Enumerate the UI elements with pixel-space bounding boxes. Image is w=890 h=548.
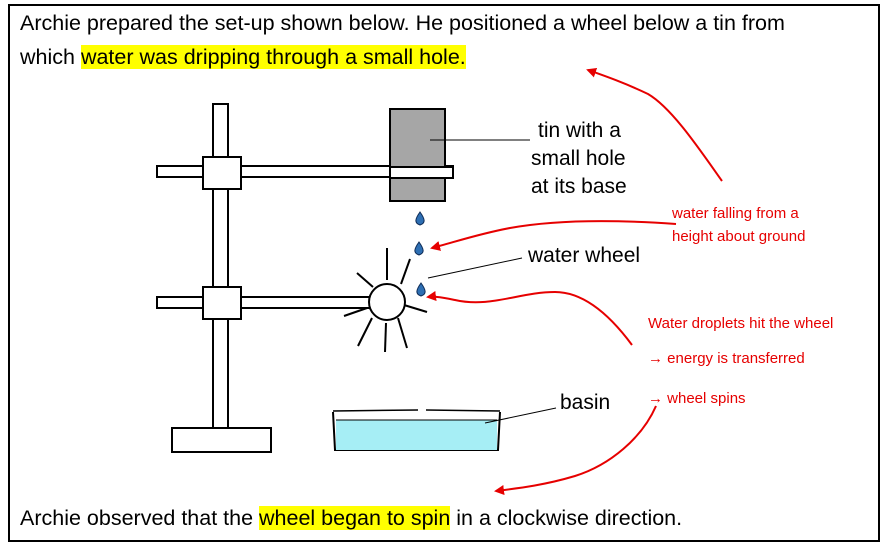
basin-water	[336, 420, 497, 450]
tin-label-line-2: small hole	[531, 147, 626, 170]
label-leaders	[427, 139, 557, 424]
conclusion-line: Archie observed that the wheel began to …	[20, 503, 682, 533]
stand-rod	[212, 103, 229, 429]
arrow-to-conclusion	[494, 405, 657, 495]
wheel-label: water wheel	[528, 244, 641, 267]
water-wheel	[343, 248, 428, 353]
lower-boss-head	[202, 286, 242, 320]
intro-line-2-prefix: which	[20, 45, 81, 69]
droplet-3	[416, 282, 426, 297]
falling-note-line-1: water falling from a	[672, 205, 799, 222]
arrow-to-droplet	[430, 220, 677, 251]
annotation-arrows	[426, 67, 723, 495]
intro-line-1: Archie prepared the set-up shown below. …	[20, 11, 785, 35]
spins-note: → wheel spins	[648, 390, 746, 407]
intro-highlight: water was dripping through a small hole.	[80, 45, 466, 69]
question-frame	[8, 4, 880, 542]
upper-boss-head	[202, 156, 242, 190]
arrow-to-wheel	[426, 290, 633, 346]
lower-clamp-arm	[156, 296, 378, 309]
stand-base	[171, 427, 272, 453]
falling-note-line-2: height about ground	[672, 228, 806, 245]
arrow-to-intro-text	[586, 67, 723, 182]
wheel-spokes	[343, 248, 428, 353]
basin	[332, 409, 501, 451]
droplet-2	[414, 241, 424, 256]
tin-label-line-1: tin with a	[538, 119, 621, 142]
water-droplets	[414, 211, 426, 297]
conclusion-prefix: Archie observed that the	[20, 506, 260, 530]
conclusion-suffix: in a clockwise direction.	[450, 506, 683, 530]
tin-label-line-3: at its base	[531, 175, 627, 198]
conclusion-highlight: wheel began to spin	[259, 506, 451, 530]
intro-line-2: which water was dripping through a small…	[20, 42, 466, 72]
tin-clamp-end	[389, 166, 454, 179]
tin	[389, 108, 446, 202]
droplet-1	[415, 211, 425, 226]
retort-stand	[156, 103, 454, 453]
wheel-hub	[368, 283, 406, 321]
energy-note: → energy is transferred	[648, 350, 805, 367]
droplets-note: Water droplets hit the wheel	[648, 315, 834, 332]
basin-label: basin	[560, 391, 611, 414]
